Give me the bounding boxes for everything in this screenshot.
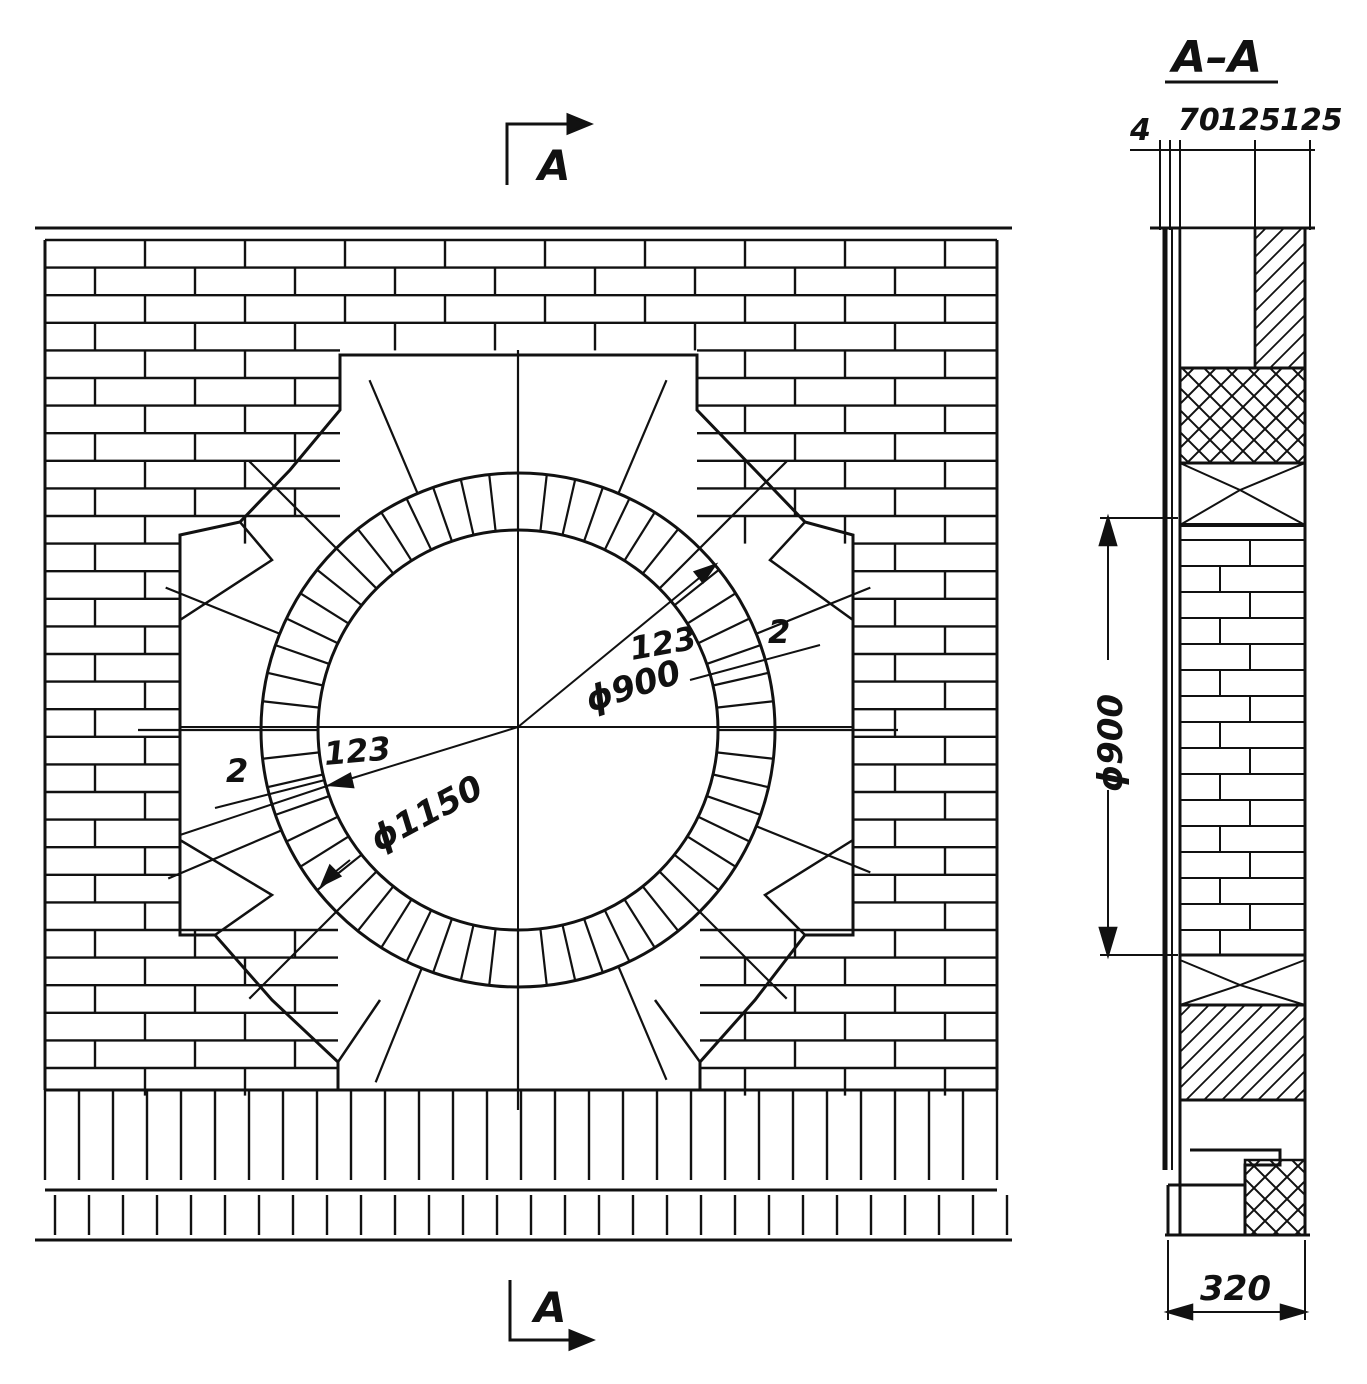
section-title: A–A — [1169, 32, 1262, 83]
ring-bricks — [261, 473, 775, 987]
brick-joint — [368, 379, 419, 494]
brick-joint — [285, 815, 339, 843]
brick-joint — [432, 487, 453, 542]
joint-lower-label: 2 — [226, 752, 248, 790]
layer-dim-2: 70 — [1178, 103, 1220, 138]
brick-joint — [335, 870, 378, 913]
dia-1150-ext — [179, 784, 331, 836]
section-mark-bottom — [508, 1280, 596, 1352]
layer-dim-4: 125 — [1280, 103, 1343, 138]
brick-joint — [583, 487, 604, 542]
brick-joint — [356, 885, 395, 932]
brick-joint — [459, 924, 475, 981]
brick-joint — [698, 460, 788, 550]
brick-joint — [316, 568, 363, 607]
dia-900-leader — [517, 564, 716, 728]
brick-joint — [488, 474, 497, 532]
brick-joint — [697, 617, 751, 645]
brick-joint — [165, 586, 281, 635]
brick-joint — [623, 898, 656, 949]
dia-1150-leader — [329, 726, 519, 786]
brick-joint — [267, 773, 324, 789]
brick-joint — [658, 870, 701, 913]
brick-joint — [275, 644, 330, 665]
joint-leader-right — [689, 644, 821, 681]
brick-joint — [697, 815, 751, 843]
joint-leader-left — [214, 779, 326, 809]
brick-joint — [335, 547, 378, 590]
brick-joint — [432, 918, 453, 973]
section-view — [1098, 140, 1315, 1321]
radial-joints — [138, 350, 898, 1110]
brick-joint — [686, 592, 737, 625]
brick-joint — [167, 829, 282, 880]
brick-joint — [658, 547, 701, 590]
brick-joint — [641, 885, 680, 932]
wedge-octagon — [179, 409, 854, 1063]
section-mark-top — [505, 112, 594, 185]
brick-joint — [716, 751, 774, 760]
brick-joint — [248, 910, 338, 1000]
ring-width-lower-label: 123 — [322, 729, 392, 773]
brick-joint — [374, 967, 423, 1083]
layer-dim-1: 4 — [1129, 113, 1151, 148]
brick-joint — [561, 924, 577, 981]
elevation-view — [35, 226, 1012, 1242]
brick-joint — [712, 773, 769, 789]
brick-joint — [267, 671, 324, 687]
brick-joint — [706, 644, 761, 665]
brick-joint — [248, 460, 338, 550]
section-mark-top-letter: A — [535, 141, 571, 190]
dia-1150-arrow — [325, 772, 355, 789]
brick-joint — [673, 853, 720, 892]
brick-joint — [459, 479, 475, 536]
brick-joint — [356, 528, 395, 575]
brick-joint — [686, 835, 737, 868]
section-total-width-label: 320 — [1200, 1269, 1271, 1309]
brick-joint — [706, 795, 761, 816]
brick-courses — [43, 238, 999, 1096]
dia-900-arrow — [692, 562, 719, 585]
joint-upper-label: 2 — [768, 613, 790, 651]
brick-joint — [299, 592, 350, 625]
brick-joint — [603, 497, 631, 551]
brick-joint — [299, 835, 350, 868]
brick-joint — [262, 700, 320, 709]
brick-joint — [539, 928, 548, 986]
layer-dim-3: 125 — [1218, 103, 1281, 138]
section-mark-bottom-letter: A — [531, 1283, 567, 1332]
brick-joint — [561, 479, 577, 536]
brick-joint — [380, 511, 413, 562]
section-courses — [1180, 539, 1305, 956]
brick-joint — [380, 898, 413, 949]
brick-joint — [617, 966, 668, 1081]
brick-joint — [716, 700, 774, 709]
brick-joint — [755, 825, 871, 874]
brick-joint — [698, 910, 788, 1000]
section-opening-dia-label: ϕ900 — [1091, 694, 1131, 792]
brick-joint — [673, 568, 720, 607]
brick-joint — [603, 909, 631, 963]
brick-joint — [623, 511, 656, 562]
brick-joint — [583, 918, 604, 973]
brick-joint — [617, 379, 668, 494]
brick-joint — [262, 751, 320, 760]
brick-joint — [285, 617, 339, 645]
brick-joint — [755, 586, 871, 635]
brick-joint — [712, 671, 769, 687]
brick-joint — [275, 795, 330, 816]
brick-joint — [539, 474, 548, 532]
brick-joint — [405, 909, 433, 963]
dia-1150-lower-arrow — [319, 863, 343, 888]
brick-joint — [405, 497, 433, 551]
soldier-course — [35, 1088, 1012, 1242]
brick-joint — [641, 528, 680, 575]
brick-joint — [488, 928, 497, 986]
